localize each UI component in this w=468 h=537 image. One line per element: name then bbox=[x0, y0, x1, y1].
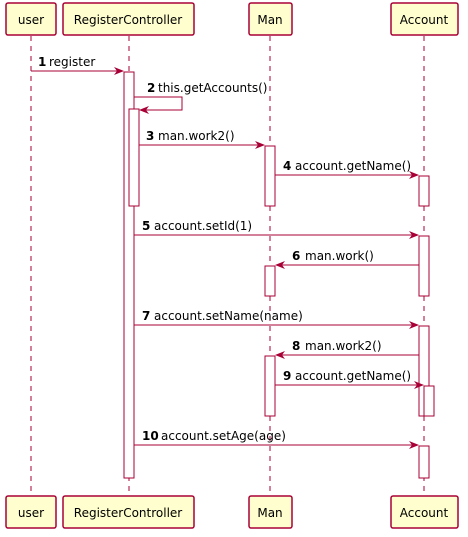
svg-text:Man: Man bbox=[257, 506, 282, 520]
message-label-2: 2 this.getAccounts() bbox=[147, 81, 267, 95]
svg-text:user: user bbox=[18, 13, 44, 27]
activation-man-2 bbox=[264, 265, 276, 297]
activation-account-3-nested bbox=[423, 385, 435, 417]
message-label-9: 9 account.getName() bbox=[283, 369, 411, 383]
svg-text:2: 2 bbox=[147, 81, 155, 95]
svg-text:4: 4 bbox=[283, 159, 291, 173]
activation-registercontroller bbox=[123, 71, 135, 479]
message-label-3: 3 man.work2() bbox=[146, 129, 235, 143]
svg-text:6: 6 bbox=[292, 249, 300, 263]
svg-text:RegisterController: RegisterController bbox=[74, 506, 183, 520]
svg-text:1: 1 bbox=[38, 55, 46, 69]
svg-text:9: 9 bbox=[283, 369, 291, 383]
svg-text:Account: Account bbox=[400, 506, 449, 520]
svg-text:5: 5 bbox=[142, 219, 150, 233]
participant-registercontroller-top: RegisterController bbox=[62, 2, 195, 36]
svg-text:man.work2(): man.work2() bbox=[305, 339, 382, 353]
activation-man-1 bbox=[264, 145, 276, 207]
svg-text:user: user bbox=[18, 506, 44, 520]
svg-text:man.work(): man.work() bbox=[305, 249, 374, 263]
activation-registercontroller-nested bbox=[128, 108, 140, 207]
participant-account-bottom: Account bbox=[390, 495, 459, 529]
svg-text:10: 10 bbox=[142, 429, 159, 443]
activation-account-2 bbox=[418, 235, 430, 297]
message-label-10: 10 account.setAge(age) bbox=[142, 429, 286, 443]
message-label-7: 7 account.setName(name) bbox=[142, 309, 303, 323]
svg-text:account.setAge(age): account.setAge(age) bbox=[161, 429, 286, 443]
participant-registercontroller-bottom: RegisterController bbox=[62, 495, 195, 529]
svg-text:account.setId(1): account.setId(1) bbox=[154, 219, 252, 233]
svg-text:account.setName(name): account.setName(name) bbox=[154, 309, 303, 323]
message-label-4: 4 account.getName() bbox=[283, 159, 411, 173]
participant-man-bottom: Man bbox=[248, 495, 293, 529]
activation-man-3 bbox=[264, 355, 276, 417]
message-label-8: 8 man.work2() bbox=[292, 339, 382, 353]
message-label-1: 1 register bbox=[38, 55, 95, 69]
svg-text:Account: Account bbox=[400, 13, 449, 27]
svg-text:this.getAccounts(): this.getAccounts() bbox=[158, 81, 267, 95]
participant-user-top: user bbox=[5, 2, 57, 36]
svg-text:RegisterController: RegisterController bbox=[74, 13, 183, 27]
svg-text:3: 3 bbox=[146, 129, 154, 143]
activation-account-4 bbox=[418, 445, 430, 479]
message-label-6: 6 man.work() bbox=[292, 249, 374, 263]
svg-text:7: 7 bbox=[142, 309, 150, 323]
message-arrow-2 bbox=[134, 96, 183, 114]
participant-user-bottom: user bbox=[5, 495, 57, 529]
message-label-5: 5 account.setId(1) bbox=[142, 219, 252, 233]
svg-text:Man: Man bbox=[257, 13, 282, 27]
activation-account-1 bbox=[418, 175, 430, 207]
svg-text:man.work2(): man.work2() bbox=[158, 129, 235, 143]
svg-text:8: 8 bbox=[292, 339, 300, 353]
svg-text:register: register bbox=[49, 55, 95, 69]
svg-text:account.getName(): account.getName() bbox=[295, 369, 411, 383]
svg-text:account.getName(): account.getName() bbox=[295, 159, 411, 173]
participant-account-top: Account bbox=[390, 2, 459, 36]
participant-man-top: Man bbox=[248, 2, 293, 36]
